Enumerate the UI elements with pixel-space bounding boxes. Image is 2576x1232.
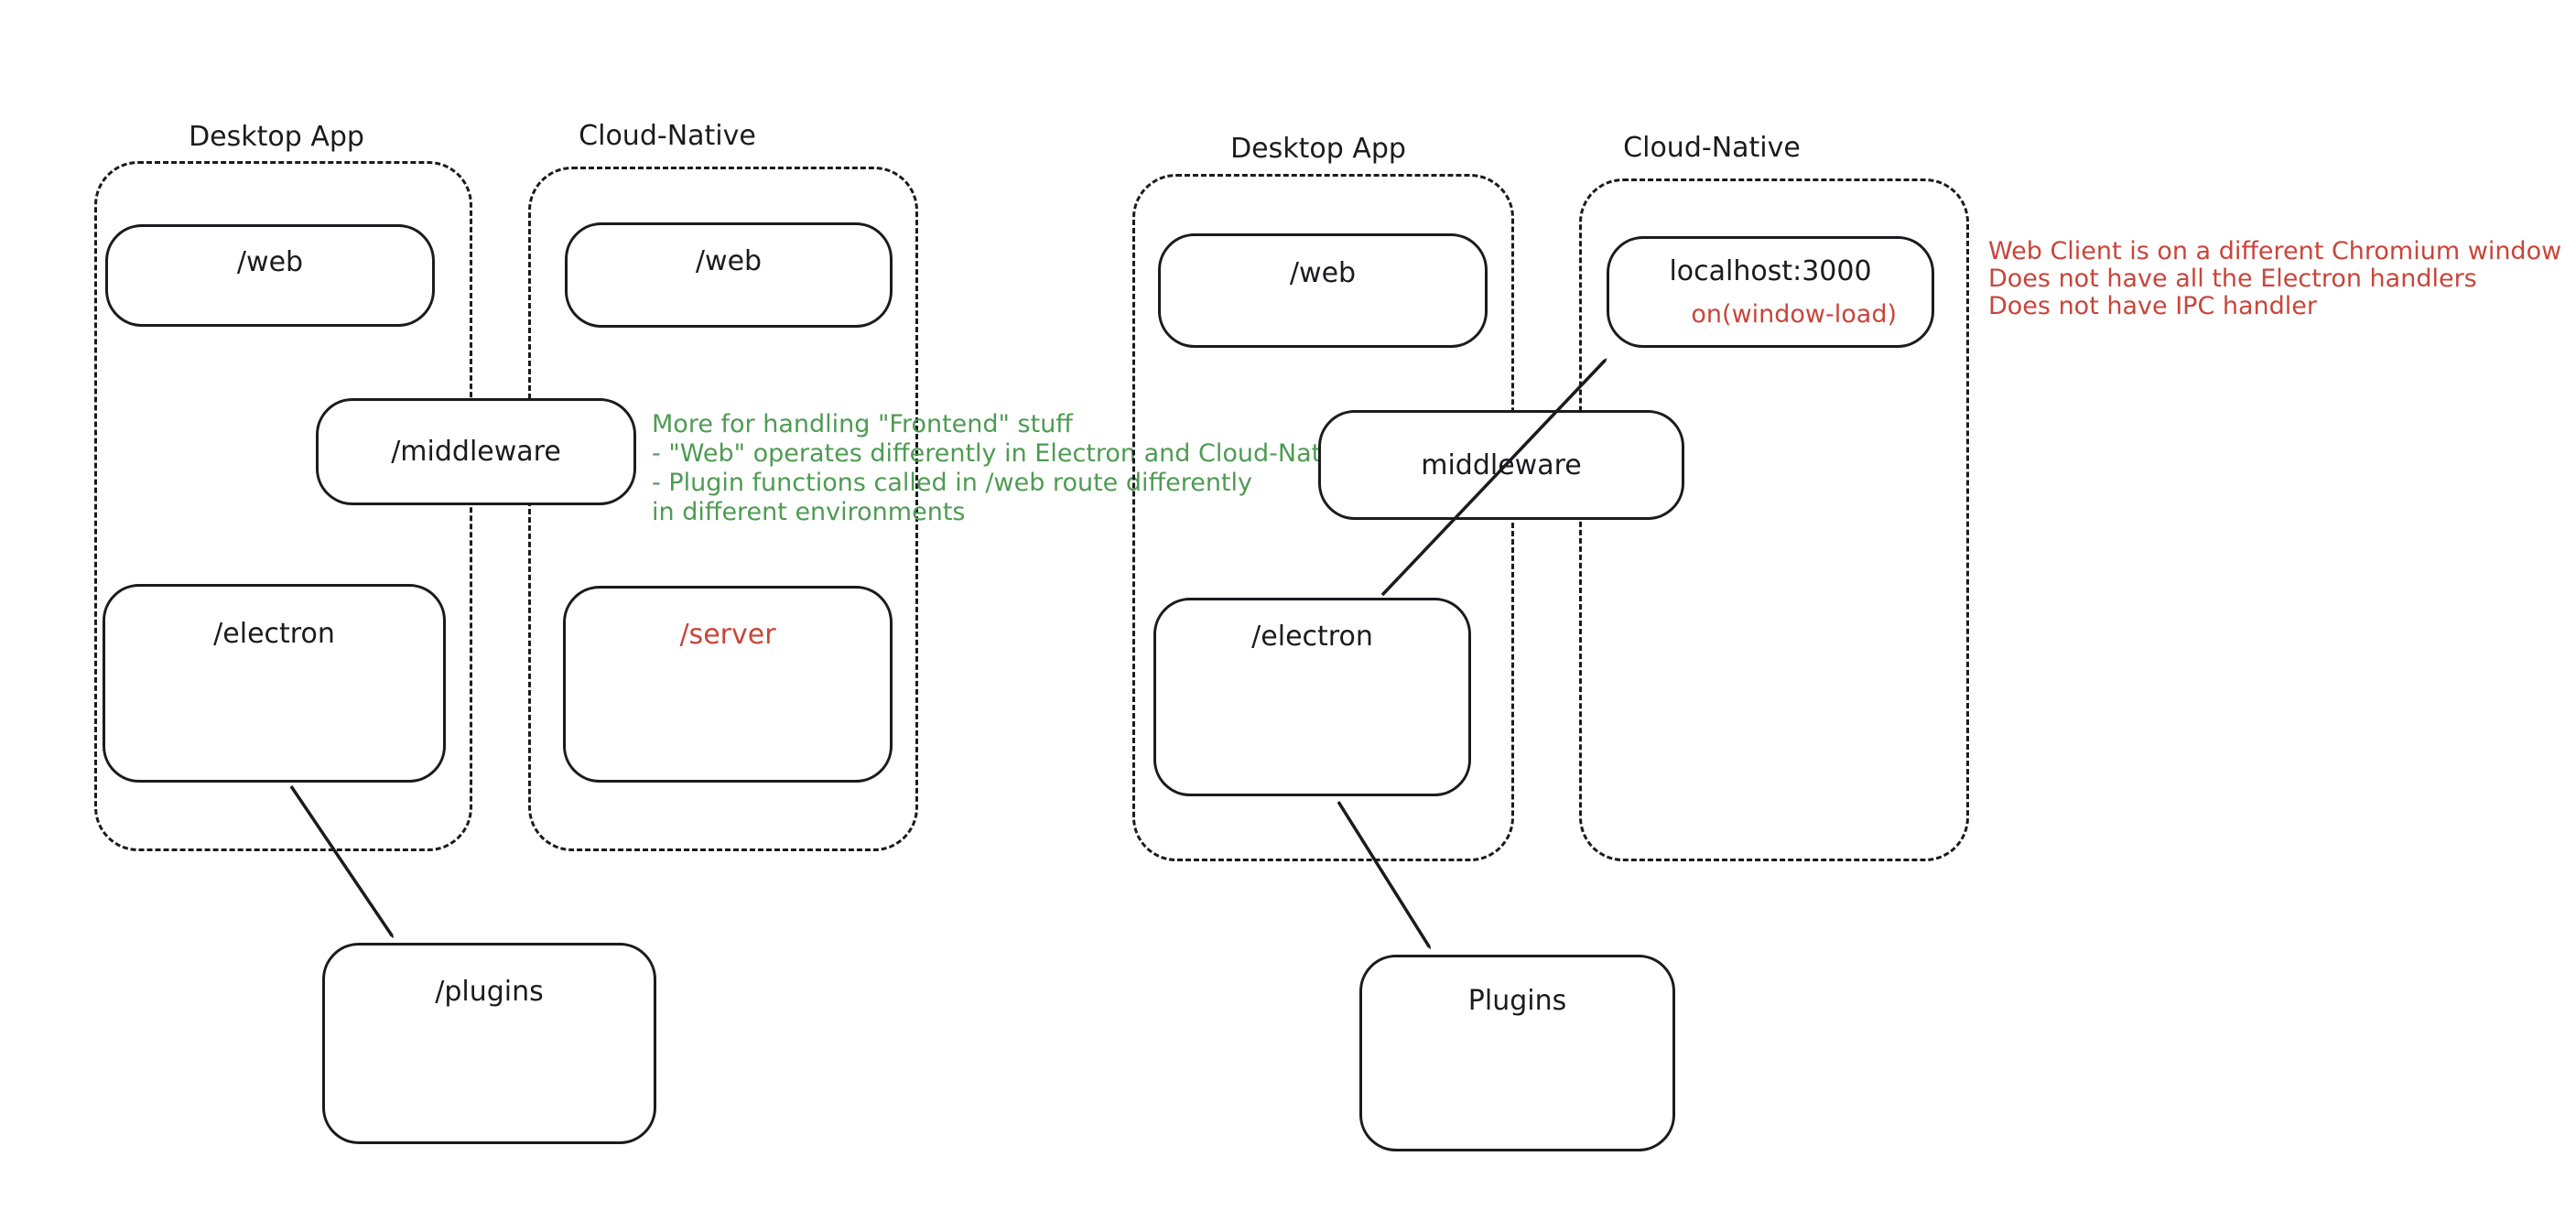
left-web-desktop-box-label: /web (236, 246, 304, 278)
right-web-box-label: /web (1289, 257, 1357, 289)
left-cloud-native-container (528, 167, 918, 851)
left-electron-box: /electron (103, 584, 446, 783)
right-red-note-line-2: Does not have all the Electron handlers (1988, 265, 2477, 293)
right-red-note-line-3: Does not have IPC handler (1988, 292, 2318, 320)
right-electron-box: /electron (1153, 598, 1471, 796)
right-localhost-box-label: localhost:3000 (1669, 255, 1872, 287)
right-red-note: Web Client is on a different Chromium wi… (1988, 238, 2561, 320)
right-middleware-box: middleware (1318, 410, 1684, 520)
left-middleware-box-label: /middleware (391, 436, 561, 468)
left-web-cloud-box-label: /web (695, 245, 763, 277)
left-green-note-line-3: - Plugin functions called in /web route … (652, 469, 1253, 497)
left-server-box: /server (563, 586, 893, 783)
left-middleware-box: /middleware (316, 398, 636, 505)
right-localhost-box: localhost:3000 on(window-load) (1607, 236, 1934, 348)
right-web-box: /web (1158, 233, 1488, 348)
right-localhost-event-label: on(window-load) (1691, 300, 1897, 329)
left-desktop-app-label: Desktop App (189, 121, 364, 153)
right-middleware-box-label: middleware (1421, 448, 1582, 481)
left-server-box-label: /server (679, 619, 776, 651)
right-plugins-box: Plugins (1359, 955, 1675, 1151)
left-green-note-line-4: in different environments (652, 498, 966, 526)
right-desktop-app-label: Desktop App (1230, 133, 1406, 165)
left-green-note: More for handling "Frontend" stuff- "Web… (652, 410, 1358, 527)
left-web-desktop-box: /web (105, 224, 435, 327)
left-desktop-app-container (94, 161, 472, 851)
right-plugins-box-label: Plugins (1467, 985, 1567, 1017)
left-green-note-line-1: More for handling "Frontend" stuff (652, 410, 1073, 438)
right-electron-box-label: /electron (1251, 621, 1373, 653)
left-green-note-line-2: - "Web" operates differently in Electron… (652, 439, 1358, 468)
left-electron-box-label: /electron (213, 618, 335, 650)
right-cloud-native-label: Cloud-Native (1623, 132, 1801, 164)
left-plugins-box: /plugins (322, 943, 656, 1144)
right-red-note-line-1: Web Client is on a different Chromium wi… (1988, 237, 2562, 265)
left-plugins-box-label: /plugins (435, 976, 544, 1008)
left-cloud-native-label: Cloud-Native (579, 120, 756, 152)
left-web-cloud-box: /web (565, 222, 893, 328)
